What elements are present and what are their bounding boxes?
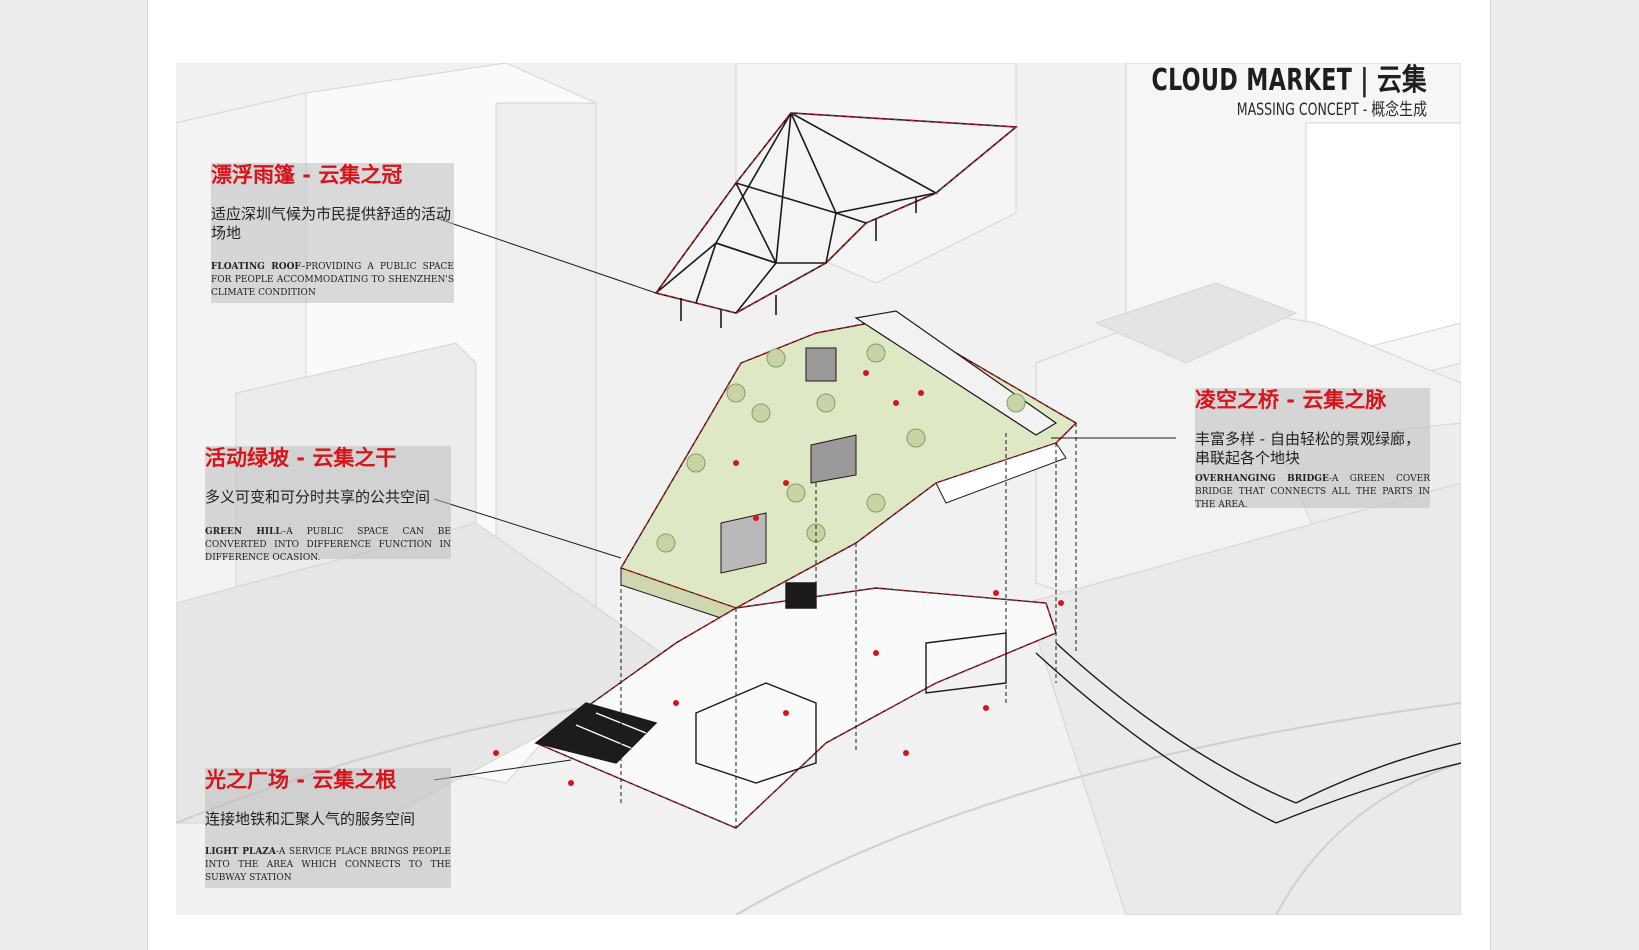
label-title: 凌空之桥 - 云集之脉 [1195, 388, 1387, 412]
projection-lines [620, 423, 1077, 828]
label-en-rest: -A GREEN COVER BRIDGE THAT CONNECTS ALL … [1195, 474, 1430, 510]
title-sub: MASSING CONCEPT - 概念生成 [1236, 100, 1427, 120]
label-en: LIGHT PLAZA-A SERVICE PLACE BRINGS PEOPL… [205, 846, 451, 885]
title-block: CLOUD MARKET | 云集 MASSING CONCEPT - 概念生成 [1091, 63, 1427, 121]
label-light-plaza: 光之广场 - 云集之根 连接地铁和汇聚人气的服务空间 LIGHT PLAZA-A… [205, 768, 451, 888]
light-plaza [534, 582, 1057, 829]
label-en-bold: GREEN HILL [205, 527, 282, 537]
label-cn: 多义可变和可分时共享的公共空间 [205, 488, 431, 506]
label-en-bold: OVERHANGING BRIDGE [1195, 474, 1329, 484]
label-en: FLOATING ROOF–PROVIDING A PUBLIC SPACE F… [211, 261, 454, 300]
label-title: 光之广场 - 云集之根 [205, 768, 397, 792]
label-title: 活动绿坡 - 云集之干 [205, 446, 397, 470]
label-en-rest: –PROVIDING A PUBLIC SPACE FOR PEOPLE ACC… [211, 262, 454, 298]
floating-roof [654, 112, 1019, 328]
label-en-bold: LIGHT PLAZA [205, 847, 276, 857]
label-cn: 适应深圳气候为市民提供舒适的活动场地 [211, 205, 452, 242]
label-en-rest: -A SERVICE PLACE BRINGS PEOPLE INTO THE … [205, 847, 451, 883]
label-overhanging-bridge: 凌空之桥 - 云集之脉 丰富多样 - 自由轻松的景观绿廊，串联起各个地块 OVE… [1195, 388, 1430, 510]
leader-lines [433, 217, 1176, 781]
people-figures [493, 370, 1064, 786]
label-green-hill: 活动绿坡 - 云集之干 多义可变和可分时共享的公共空间 GREEN HILL–A… [205, 446, 451, 563]
label-en-rest: –A PUBLIC SPACE CAN BE CONVERTED INTO DI… [205, 527, 451, 563]
label-title: 漂浮雨篷 - 云集之冠 [211, 163, 403, 187]
label-en-bold: FLOATING ROOF [211, 262, 301, 272]
title-main: CLOUD MARKET | 云集 [1151, 63, 1427, 98]
label-cn: 连接地铁和汇聚人气的服务空间 [205, 810, 416, 828]
green-hill [619, 310, 1078, 624]
overhanging-bridge [1035, 642, 1461, 824]
massing-diagram: CLOUD MARKET | 云集 MASSING CONCEPT - 概念生成… [176, 63, 1461, 915]
label-en: GREEN HILL–A PUBLIC SPACE CAN BE CONVERT… [205, 526, 451, 565]
label-cn: 丰富多样 - 自由轻松的景观绿廊，串联起各个地块 [1195, 430, 1420, 467]
label-en: OVERHANGING BRIDGE-A GREEN COVER BRIDGE … [1195, 473, 1430, 512]
label-floating-roof: 漂浮雨篷 - 云集之冠 适应深圳气候为市民提供舒适的活动场地 FLOATING … [211, 163, 454, 303]
